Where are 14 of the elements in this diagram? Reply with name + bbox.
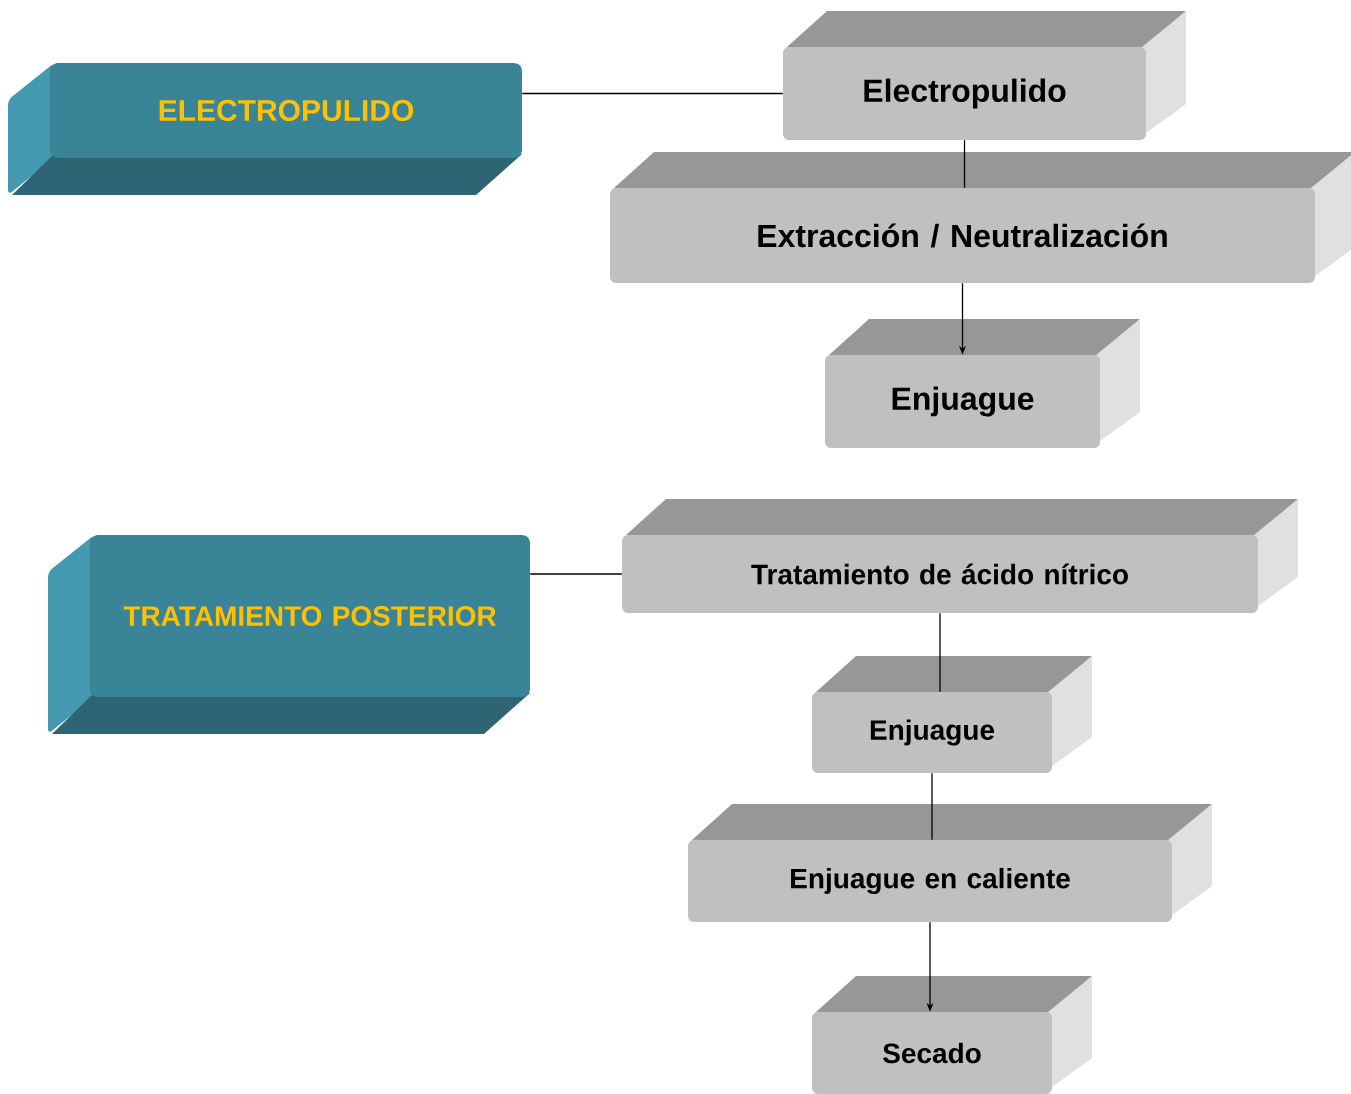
connector [521, 92, 784, 95]
process-block: Secado [812, 976, 1092, 1094]
process-block: Extracción / Neutralización [610, 152, 1351, 283]
connector [529, 573, 623, 575]
process-block: Enjuague en caliente [688, 804, 1212, 922]
stage-block: ELECTROPULIDO [8, 63, 522, 195]
connector [931, 772, 933, 841]
process-block: Tratamiento de ácido nítrico [622, 499, 1298, 613]
process-block: Enjuague [812, 656, 1092, 773]
connector [939, 612, 941, 693]
connector [963, 139, 966, 189]
stage-block: TRATAMIENTO POSTERIOR [48, 535, 530, 734]
process-block: Enjuague [825, 319, 1140, 448]
process-block: Electropulido [783, 11, 1186, 140]
